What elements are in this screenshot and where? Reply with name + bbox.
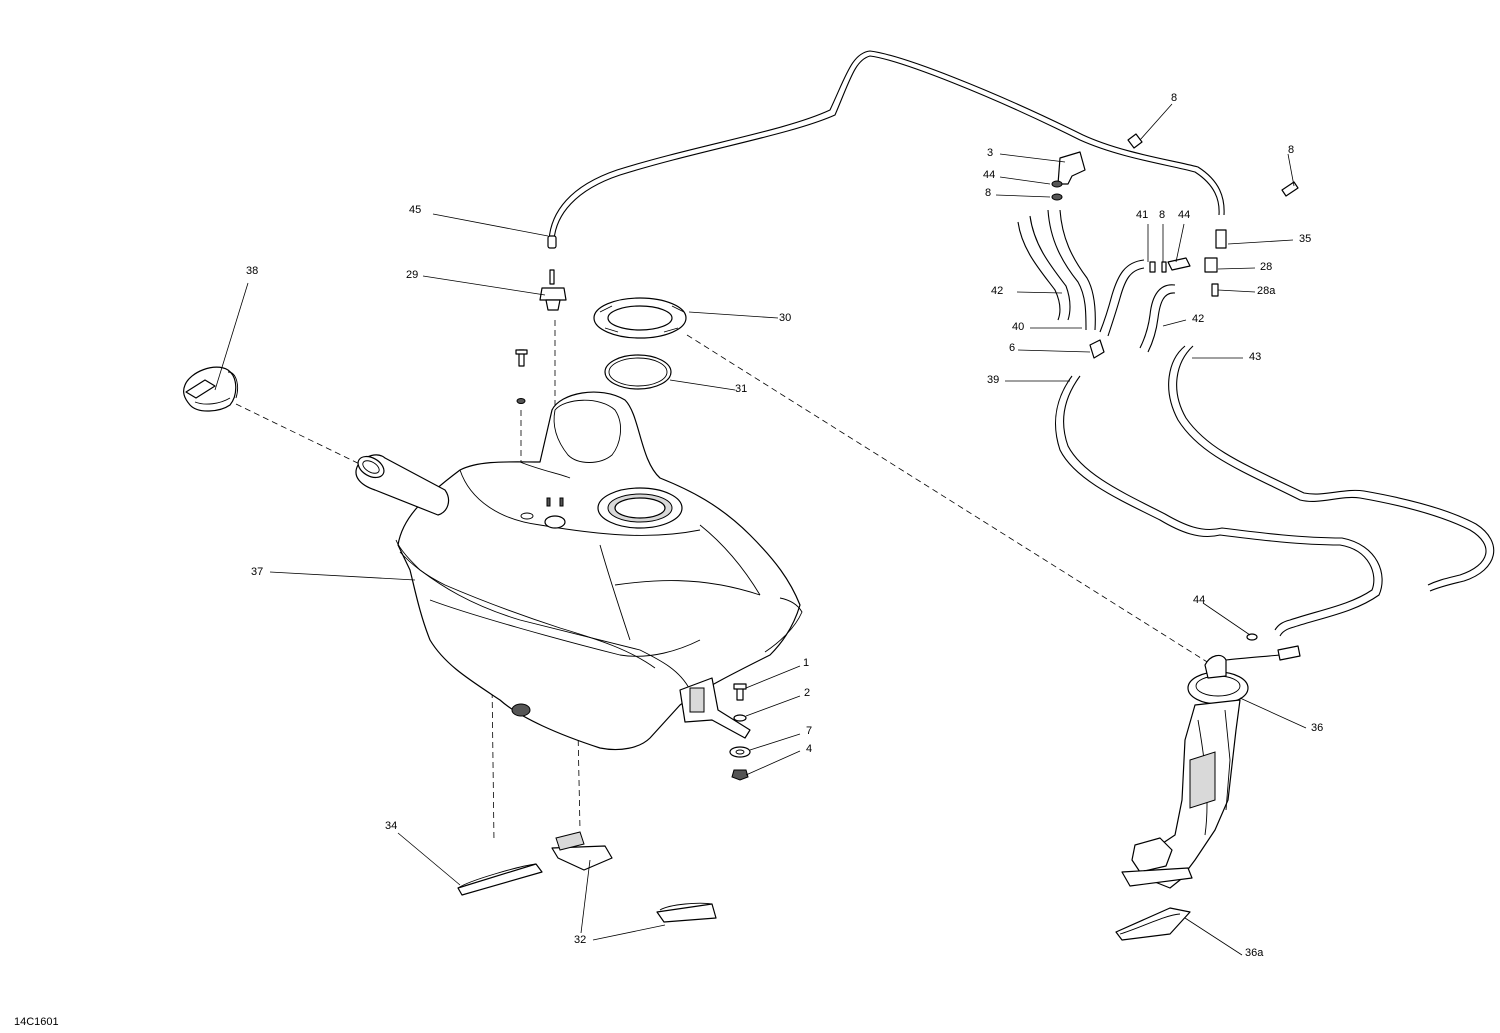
drawing-reference-number: 14C1601 xyxy=(14,1016,59,1028)
callout-2: 2 xyxy=(804,687,811,699)
callout-37: 37 xyxy=(251,566,264,578)
callout-28a: 28a xyxy=(1257,285,1276,297)
hose-42-right xyxy=(1139,284,1176,353)
callout-4: 4 xyxy=(806,743,813,755)
callout-40: 40 xyxy=(1012,321,1025,333)
fuel-pump-36 xyxy=(1121,633,1301,889)
callout-29: 29 xyxy=(406,269,419,281)
hose-43 xyxy=(1168,345,1495,592)
leader-lines xyxy=(214,103,1307,956)
callout-36: 36 xyxy=(1311,722,1324,734)
pads xyxy=(457,831,1191,941)
callout-8-upper: 8 xyxy=(985,187,992,199)
callout-44-mid: 44 xyxy=(1178,209,1191,221)
callout-34: 34 xyxy=(385,820,398,832)
hose-41 xyxy=(1099,259,1145,337)
fuel-cap-38 xyxy=(183,366,239,412)
callout-31: 31 xyxy=(735,383,748,395)
callout-7: 7 xyxy=(806,725,813,737)
lock-ring-30 xyxy=(593,297,687,339)
sender-29 xyxy=(515,269,567,404)
callout-42-left: 42 xyxy=(991,285,1004,297)
fittings xyxy=(1051,133,1299,359)
o-ring-31 xyxy=(604,354,672,390)
callout-8-top: 8 xyxy=(1171,92,1178,104)
callout-30: 30 xyxy=(779,312,792,324)
fasteners xyxy=(729,683,751,781)
callout-42-right: 42 xyxy=(1192,313,1205,325)
callout-41: 41 xyxy=(1136,209,1149,221)
hose-39 xyxy=(1054,375,1383,637)
callout-6: 6 xyxy=(1009,342,1016,354)
callout-43: 43 xyxy=(1249,351,1262,363)
callout-3: 3 xyxy=(987,147,994,159)
callout-28: 28 xyxy=(1260,261,1273,273)
hose-42-left xyxy=(1017,215,1071,321)
callout-1: 1 xyxy=(803,657,810,669)
callout-8-right: 8 xyxy=(1288,144,1295,156)
fuel-tank-37 xyxy=(355,391,803,751)
callout-44-pump: 44 xyxy=(1193,594,1206,606)
callout-35: 35 xyxy=(1299,233,1312,245)
callout-36a: 36a xyxy=(1245,947,1264,959)
hose-40 xyxy=(1047,209,1096,331)
callout-39: 39 xyxy=(987,374,1000,386)
callout-8-mid: 8 xyxy=(1159,209,1166,221)
callout-38: 38 xyxy=(246,265,259,277)
callout-32: 32 xyxy=(574,934,587,946)
callout-44-upper: 44 xyxy=(983,169,996,181)
callout-45: 45 xyxy=(409,204,422,216)
vent-hose-45 xyxy=(547,50,1225,249)
